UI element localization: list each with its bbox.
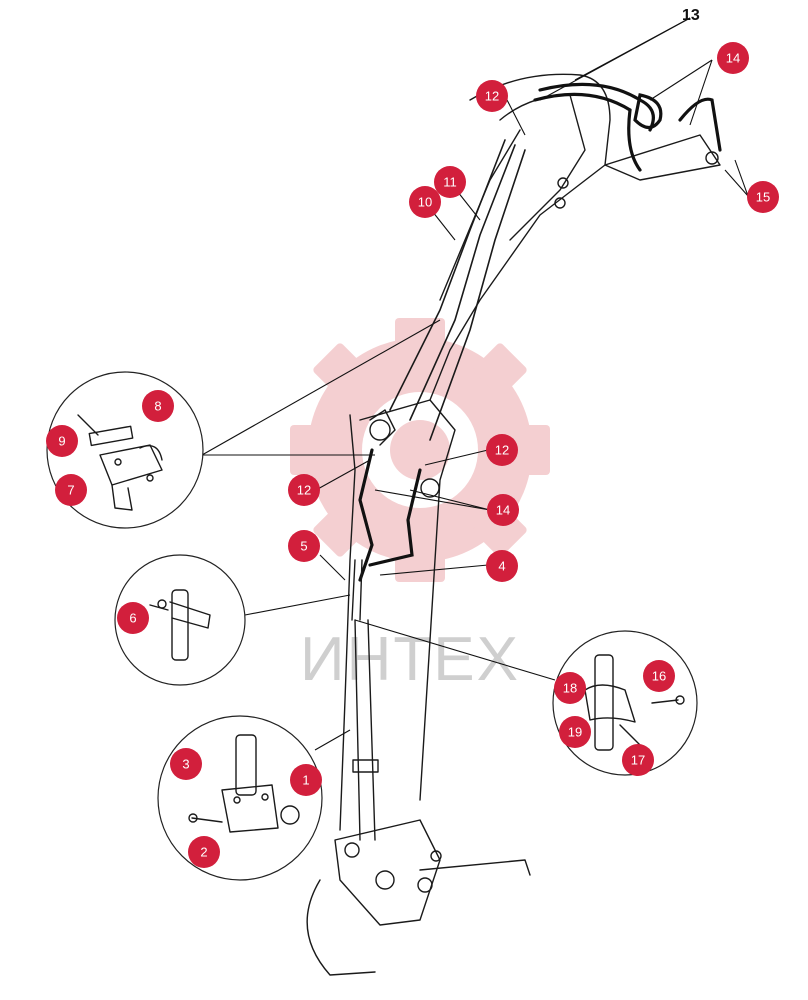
svg-text:12: 12 [485,89,499,104]
svg-text:16: 16 [652,669,666,684]
watermark: ИНТЕХ [290,318,550,694]
detail-inset-clamp-6 [114,554,246,686]
callout-7: 7 [55,474,87,506]
callout-8: 8 [142,390,174,422]
callout-6: 6 [117,602,149,634]
callout-9: 9 [46,425,78,457]
callout-1: 1 [290,764,322,796]
callout-5: 5 [288,530,320,562]
callout-14-middle: 14 [487,494,519,526]
hydraulic-hoses [351,82,722,621]
svg-text:18: 18 [563,681,577,696]
callout-15: 15 [747,181,779,213]
callout-16: 16 [643,660,675,692]
svg-text:1: 1 [302,773,309,788]
svg-text:14: 14 [496,503,510,518]
svg-text:14: 14 [726,51,740,66]
callout-19: 19 [559,716,591,748]
svg-text:3: 3 [182,757,189,772]
label-13: 13 [682,7,700,24]
svg-text:17: 17 [631,753,645,768]
callout-2: 2 [188,836,220,868]
callout-11: 11 [434,166,466,198]
svg-text:2: 2 [200,845,207,860]
callout-17: 17 [622,744,654,776]
leader-lines [201,17,749,751]
svg-text:6: 6 [129,611,136,626]
svg-text:9: 9 [58,434,65,449]
svg-text:12: 12 [297,483,311,498]
svg-text:11: 11 [443,175,457,190]
svg-text:4: 4 [498,559,505,574]
detail-inset-bracket-1-2-3 [157,715,323,881]
callout-10: 10 [409,186,441,218]
svg-text:5: 5 [300,539,307,554]
callout-12-right: 12 [486,434,518,466]
svg-text:7: 7 [67,483,74,498]
callout-18: 18 [554,672,586,704]
watermark-gear-icon [290,318,550,582]
callout-12-top: 12 [476,80,508,112]
callout-12-left: 12 [288,474,320,506]
callout-4: 4 [486,550,518,582]
svg-text:10: 10 [418,195,432,210]
svg-text:12: 12 [495,443,509,458]
svg-text:19: 19 [568,725,582,740]
callout-14-top: 14 [717,42,749,74]
svg-text:8: 8 [154,399,161,414]
svg-text:15: 15 [756,190,770,205]
callout-3: 3 [170,748,202,780]
